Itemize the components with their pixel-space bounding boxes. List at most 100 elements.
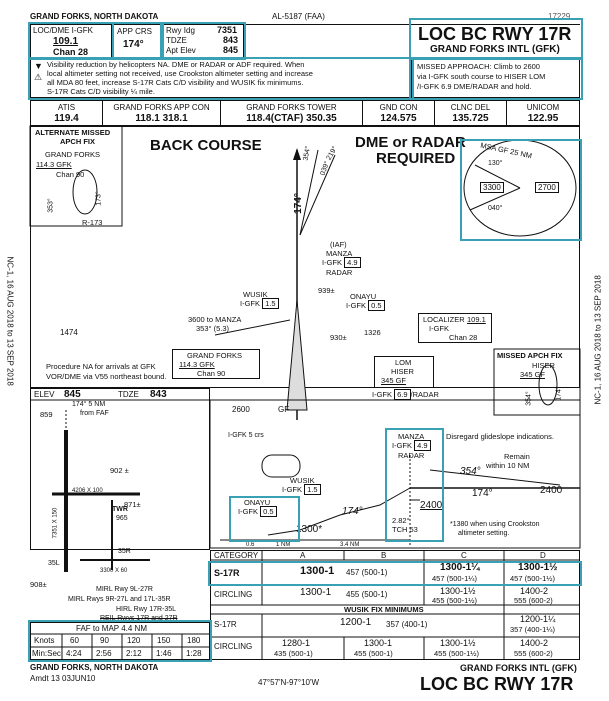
comm-tower-value: 118.4(CTAF) 350.35 — [246, 113, 337, 124]
min-s17r-ab: 1300-1 — [300, 565, 335, 577]
min-cat-c: C — [461, 551, 467, 560]
loc-box-chan: Chan 28 — [449, 333, 478, 342]
course-354-line — [429, 469, 561, 486]
wusik-dme-plan: I-GFK 1.5 — [240, 298, 279, 309]
wusik-circ-b-hat: 455 (500-1) — [354, 649, 393, 658]
missed-fix-label: MISSED APCH FIX — [497, 351, 563, 360]
profile-disregard: Disregard glideslope indications. — [446, 432, 554, 441]
wusik-minimums-title: WUSIK FIX MINIMUMS — [344, 605, 424, 614]
min-cat-a: A — [300, 551, 306, 560]
faf-title: FAF to MAP 4.4 NM — [76, 624, 147, 633]
faf-knots-4: 180 — [187, 636, 201, 645]
obst-859: 859 — [40, 410, 53, 419]
obstacle-1474: 1474 — [60, 328, 78, 337]
profile-d34: 3.4 NM — [340, 542, 360, 548]
comms-row: ATIS 119.4 GRAND FORKS APP CON 118.1 318… — [30, 100, 580, 126]
profile-crookston: *1380 when using Crookston — [450, 521, 540, 528]
to-manza: 3600 to MANZA — [188, 315, 242, 324]
highlight-onayu-profile — [229, 496, 300, 542]
profile-wusik: WUSIK — [290, 476, 315, 485]
comm-clnc: CLNC DEL 135.725 — [435, 101, 507, 125]
msa-sector-1 — [474, 164, 521, 189]
highlight-manza-profile — [385, 428, 444, 542]
highlight-app-crs — [112, 22, 162, 60]
arrival-route-1 — [299, 149, 319, 236]
min-circ-c-hat: 455 (500-1½) — [432, 596, 478, 605]
app-crs-label: APP CRS — [117, 27, 152, 36]
briefing-strip — [30, 24, 580, 58]
profile-crookston-2: altimeter setting. — [458, 530, 510, 537]
profile-174-descent: 174° — [342, 506, 363, 517]
tdze-label-2: TDZE — [118, 390, 139, 399]
notes-line-1: Visibility reduction by helicopters NA. … — [47, 60, 305, 69]
gfk-chan: Chan 90 — [197, 369, 226, 378]
profile-354: 354° — [460, 466, 481, 477]
notes-line-2: local altimeter setting not received, us… — [47, 69, 313, 78]
required-label: REQUIRED — [376, 150, 456, 167]
profile-wusik-dme-id: I-GFK — [282, 485, 302, 494]
wusik-circ-label: CIRCLING — [214, 642, 253, 651]
comm-atis-value: 119.4 — [54, 113, 79, 124]
lom-dme-val: 6.9 — [394, 389, 411, 400]
highlight-title — [409, 18, 583, 60]
highlight-missed — [409, 57, 583, 100]
header-city-state: GRAND FORKS, NORTH DAKOTA — [30, 12, 159, 21]
comm-app-con: GRAND FORKS APP CON 118.1 318.1 — [103, 101, 221, 125]
obstacle-930: 930± — [330, 333, 347, 342]
lom-dme-id: I-GFK — [372, 390, 392, 399]
faf-knots-label: Knots — [34, 636, 55, 645]
min-s17r-d: 1300-1½ — [518, 562, 558, 573]
profile-2400: 2400 — [540, 485, 563, 496]
comm-unicom-value: 122.95 — [527, 113, 559, 124]
profile-174: 174° — [472, 488, 493, 499]
profile-2600: 2600 — [232, 405, 250, 414]
wusik-circ-a: 1280-1 — [282, 638, 311, 648]
proc-na-line-2: VOR/DME via V55 northeast bound. — [46, 372, 167, 381]
comm-unicom: UNICOM 122.95 — [507, 101, 579, 125]
wusik-circ-d-hat: 555 (600-2) — [514, 649, 553, 658]
lom-freq: 345 GF — [381, 376, 407, 385]
comm-unicom-name: UNICOM — [526, 103, 560, 112]
faf-time-2: 2:12 — [126, 649, 142, 658]
lom-hiser: HISER — [391, 367, 414, 376]
lom-label: LOM — [395, 358, 412, 367]
min-s17r-c: 1300-1¼ — [440, 562, 480, 573]
alt-radial: R-173 — [82, 218, 103, 227]
twr-elev: 965 — [116, 515, 128, 522]
hiser-holding — [538, 364, 558, 406]
profile-manza-dme: I-GFK 4.9 — [392, 440, 431, 451]
msa-sector-a: 3300 — [480, 182, 504, 193]
loc-box-id: I-GFK — [429, 324, 449, 333]
profile-radar: RADAR — [398, 451, 425, 460]
min-circ-ab-hat: 455 (500-1) — [346, 590, 388, 599]
footer-amdt: Amdt 13 03JUN10 — [30, 674, 96, 683]
alt-holding — [72, 169, 98, 215]
profile-igfk5: I-GFK 5 crs — [228, 432, 264, 439]
obst-902: 902 ± — [110, 466, 129, 475]
localizer-box: LOCALIZER 109.1 I-GFK Chan 28 — [418, 313, 492, 343]
msa-deg-2: 040° — [488, 205, 503, 212]
profile-2400-alt: 2400 — [420, 500, 443, 511]
missed-line-2: via I-GFK south course to HISER LOM — [417, 72, 546, 81]
faf-time-4: 1:28 — [186, 649, 202, 658]
notes-line-4: S-17R Cats C/D visibility ¼ mile. — [47, 87, 155, 96]
wusik-dme-val: 1.5 — [262, 298, 279, 309]
faf-time-3: 1:46 — [156, 649, 172, 658]
app-crs-value: 174° — [123, 39, 144, 50]
gfk-vortac-box: GRAND FORKS 114.3 GFK Chan 90 — [172, 349, 260, 379]
manza-plan: MANZA — [326, 249, 353, 258]
footer-airport: GRAND FORKS INTL (GFK) — [460, 663, 577, 673]
elev-label: ELEV — [34, 390, 55, 399]
manza-dme-id: I-GFK — [322, 258, 342, 267]
gfk-name: GRAND FORKS — [187, 351, 243, 360]
profile-remain: Remain — [504, 452, 530, 461]
msa-deg-1: 130° — [488, 160, 503, 167]
highlight-msa — [460, 139, 582, 241]
missed-line-1: MISSED APPROACH: Climb to 2600 — [417, 62, 540, 71]
loc-label: LOC/DME I-GFK — [33, 26, 94, 35]
localizer-feather — [286, 299, 308, 411]
onayu-dme-val: 0.5 — [368, 300, 385, 311]
lights-2: MIRL Rwys 9R-27L and 17L-35R — [68, 596, 171, 603]
faf-knots-3: 150 — [157, 636, 171, 645]
